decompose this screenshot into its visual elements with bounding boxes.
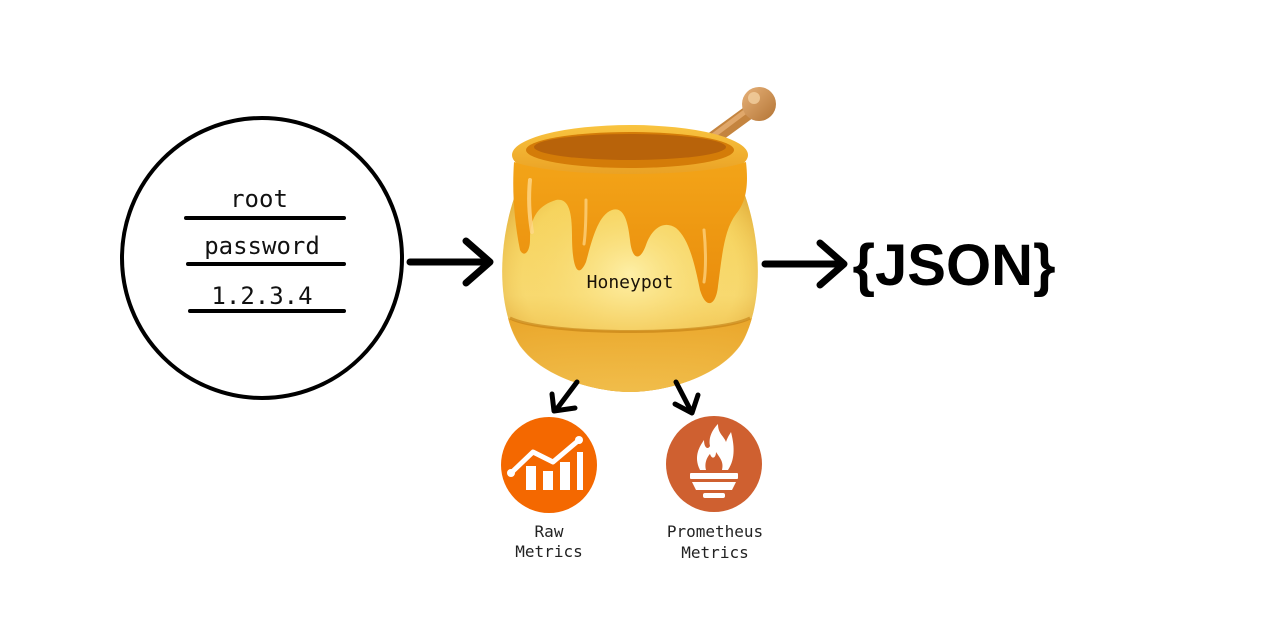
arrow-to-honeypot: [406, 237, 494, 287]
json-output-label: {JSON}: [852, 233, 1055, 298]
ip-address-text: 1.2.3.4: [211, 282, 312, 310]
raw-metrics-label-line2: Metrics: [515, 542, 582, 561]
prometheus-metrics-label-line2: Metrics: [681, 543, 748, 562]
username-text: root: [230, 185, 288, 213]
arrow-to-json: [761, 239, 848, 289]
honey-pot-icon: Honeypot: [502, 87, 776, 392]
raw-metrics-label-line1: Raw: [535, 522, 564, 541]
arrow-to-prometheus-metrics: [672, 379, 701, 416]
line-chart-icon: [501, 417, 597, 513]
raw-metrics-group: Raw Metrics: [501, 417, 597, 561]
password-text: password: [204, 232, 320, 260]
credentials-group: root password 1.2.3.4: [120, 116, 404, 400]
prometheus-metrics-group: Prometheus Metrics: [666, 416, 763, 562]
credentials-circle: [120, 116, 404, 400]
honeypot-label: Honeypot: [587, 272, 674, 293]
prometheus-metrics-label-line1: Prometheus: [667, 522, 763, 541]
arrow-to-raw-metrics: [549, 379, 580, 414]
